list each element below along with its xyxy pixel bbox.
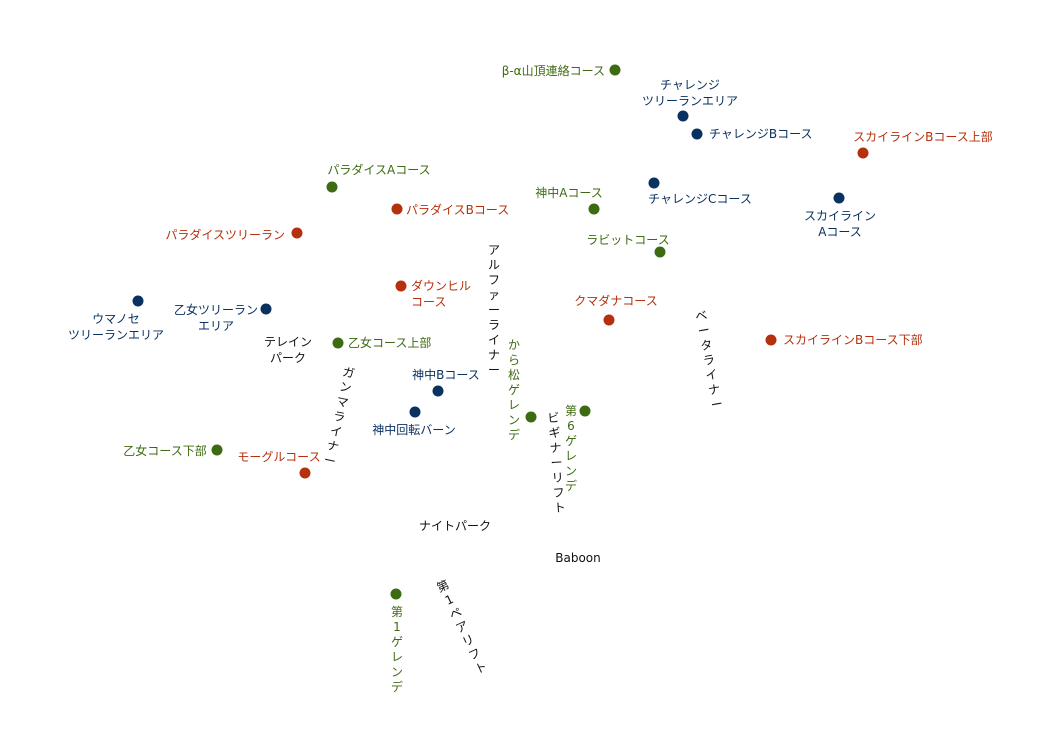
course-point-challenge-tree[interactable]: チャレンジツリーランエリア [642, 78, 738, 122]
course-marker-mogul[interactable] [299, 467, 311, 479]
course-label-paradise-b: パラダイスBコース [406, 202, 509, 217]
course-label-downhill: ダウンヒルコース [411, 278, 471, 309]
course-label-rabbit: ラビットコース [586, 233, 669, 247]
label-dai1-pair-lift-text: 第1ペアリフト [435, 577, 490, 676]
course-marker-otome-tree[interactable] [260, 303, 272, 315]
label-alpha-liner-text: アルファーライナー [488, 243, 500, 377]
course-point-umanose[interactable]: ウマノセツリーランエリア [68, 295, 164, 343]
course-point-paradise-a[interactable]: パラダイスAコース [326, 162, 431, 193]
course-point-otome-tree[interactable]: 乙女ツリーランエリア [174, 302, 272, 333]
label-gamma-liner-text: ガンマライナー [323, 365, 356, 469]
course-point-skyline-b-upper[interactable]: スカイラインBコース上部 [853, 129, 993, 159]
course-point-kamichu-b[interactable]: 神中Bコース [412, 367, 480, 397]
course-marker-kamichu-turn[interactable] [409, 406, 421, 418]
course-marker-challenge-tree[interactable] [677, 110, 689, 122]
course-label-challenge-c: チャレンジCコース [648, 192, 752, 206]
course-point-challenge-b[interactable]: チャレンジBコース [691, 127, 813, 141]
label-terrain-park: テレインパーク [264, 335, 312, 365]
label-beginner-lift-text: ビギナーリフト [547, 411, 566, 516]
label-dai1-pair-lift: 第1ペアリフト [435, 577, 490, 676]
course-point-mogul[interactable]: モーグルコース [237, 450, 321, 479]
label-alpha-liner: アルファーライナー [488, 243, 500, 377]
course-marker-skyline-a[interactable] [833, 192, 845, 204]
course-label-skyline-b-lower: スカイラインBコース下部 [783, 332, 923, 347]
course-marker-paradise-b[interactable] [391, 203, 403, 215]
course-label-otome-upper: 乙女コース上部 [348, 335, 431, 350]
course-marker-umanose[interactable] [132, 295, 144, 307]
course-marker-paradise-a[interactable] [326, 181, 338, 193]
label-baboon: Baboon [555, 551, 601, 565]
course-point-kumadana[interactable]: クマダナコース [574, 293, 658, 326]
course-point-karamatsu[interactable]: から松ゲレンデ [508, 338, 537, 442]
course-marker-kumadana[interactable] [603, 314, 615, 326]
course-label-umanose: ウマノセツリーランエリア [68, 312, 164, 342]
course-marker-karamatsu[interactable] [525, 411, 537, 423]
course-marker-otome-upper[interactable] [332, 337, 344, 349]
course-marker-challenge-c[interactable] [648, 177, 660, 189]
course-label-mogul: モーグルコース [237, 450, 320, 464]
course-marker-skyline-b-upper[interactable] [857, 147, 869, 159]
course-label-skyline-b-upper: スカイラインBコース上部 [853, 129, 993, 144]
course-points: β-α山頂連絡コースチャレンジツリーランエリアチャレンジBコーススカイラインBコ… [68, 63, 993, 694]
course-marker-dai6[interactable] [579, 405, 591, 417]
course-point-kamichu-a[interactable]: 神中Aコース [535, 185, 603, 215]
course-marker-kamichu-a[interactable] [588, 203, 600, 215]
course-point-challenge-c[interactable]: チャレンジCコース [648, 177, 752, 207]
course-marker-kamichu-b[interactable] [432, 385, 444, 397]
course-marker-dai1[interactable] [390, 588, 402, 600]
course-point-otome-lower[interactable]: 乙女コース下部 [123, 443, 223, 458]
course-label-otome-lower: 乙女コース下部 [123, 443, 206, 458]
course-point-rabbit[interactable]: ラビットコース [586, 233, 670, 258]
course-marker-downhill[interactable] [395, 280, 407, 292]
course-marker-rabbit[interactable] [654, 246, 666, 258]
course-label-kamichu-turn: 神中回転バーン [372, 422, 455, 437]
course-point-downhill[interactable]: ダウンヒルコース [395, 278, 472, 309]
course-point-paradise-tree[interactable]: パラダイスツリーラン [165, 227, 303, 242]
course-point-beta-alpha[interactable]: β-α山頂連絡コース [502, 63, 621, 78]
course-marker-skyline-b-lower[interactable] [765, 334, 777, 346]
label-night-park: ナイトパーク [419, 519, 491, 533]
course-label-kamichu-b: 神中Bコース [412, 367, 480, 382]
course-point-otome-upper[interactable]: 乙女コース上部 [332, 335, 432, 350]
course-label-otome-tree: 乙女ツリーランエリア [174, 302, 258, 333]
course-label-karamatsu: から松ゲレンデ [508, 338, 520, 442]
label-beginner-lift: ビギナーリフト [547, 411, 566, 516]
course-marker-challenge-b[interactable] [691, 128, 703, 140]
course-marker-beta-alpha[interactable] [609, 64, 621, 76]
label-beta-liner-text: ベータライナー [694, 308, 724, 413]
label-gamma-liner: ガンマライナー [323, 365, 356, 469]
course-point-paradise-b[interactable]: パラダイスBコース [391, 202, 510, 217]
course-marker-paradise-tree[interactable] [291, 227, 303, 239]
course-label-challenge-tree: チャレンジツリーランエリア [642, 78, 738, 108]
course-label-kamichu-a: 神中Aコース [535, 185, 603, 200]
label-beta-liner: ベータライナー [694, 308, 724, 413]
course-label-kumadana: クマダナコース [574, 293, 657, 308]
course-point-kamichu-turn[interactable]: 神中回転バーン [372, 406, 456, 438]
course-label-beta-alpha: β-α山頂連絡コース [502, 63, 605, 78]
course-label-challenge-b: チャレンジBコース [709, 127, 813, 141]
course-label-karamatsu-text: から松ゲレンデ [508, 338, 520, 442]
course-marker-otome-lower[interactable] [211, 444, 223, 456]
course-label-paradise-tree: パラダイスツリーラン [165, 227, 285, 242]
course-point-skyline-b-lower[interactable]: スカイラインBコース下部 [765, 332, 923, 347]
course-label-paradise-a: パラダイスAコース [327, 162, 430, 177]
